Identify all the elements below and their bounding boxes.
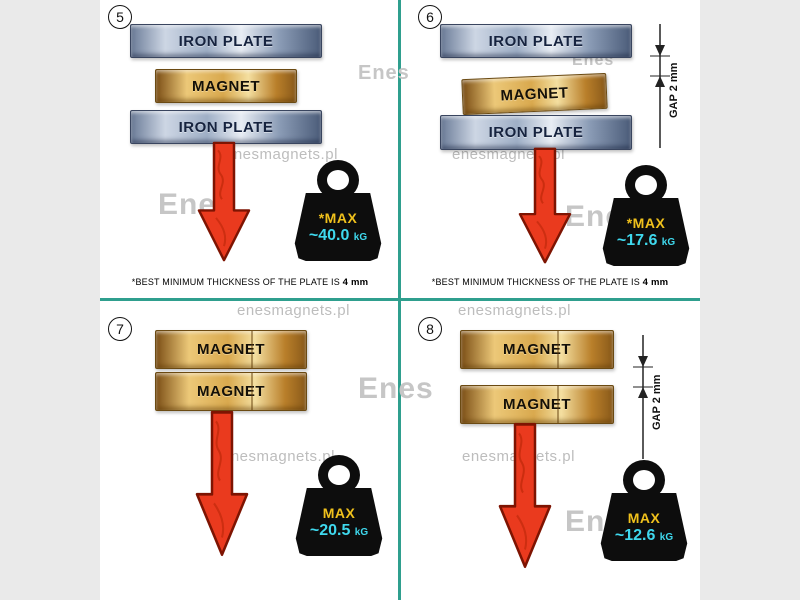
weight-max-label: MAX bbox=[322, 504, 356, 521]
pull-force-arrow bbox=[197, 141, 251, 262]
watermark-logo: Enes bbox=[358, 62, 410, 84]
weight-body: MAX ~12.6 kG bbox=[600, 493, 688, 561]
iron-plate-label: IRON PLATE bbox=[178, 118, 274, 136]
weight-unit: kG bbox=[661, 236, 676, 248]
weight-unit: kG bbox=[659, 531, 674, 543]
panel-8: 8 MAGNET MAGNET GAP 2 mm MAX ~12.6 bbox=[400, 300, 700, 600]
plate-thickness-note: *BEST MINIMUM THICKNESS OF THE PLATE IS … bbox=[100, 277, 400, 288]
panel-5: 5 .panel[data-name="panel-5"] .num-circl… bbox=[100, 0, 400, 300]
iron-plate-label: IRON PLATE bbox=[488, 124, 584, 141]
weight-number: ~40.0 bbox=[308, 226, 350, 244]
panel-number: 8 bbox=[426, 321, 434, 337]
note-text: *BEST MINIMUM THICKNESS OF THE PLATE IS bbox=[131, 277, 340, 287]
weight-body: MAX ~20.5 kG bbox=[295, 488, 383, 556]
note-text: *BEST MINIMUM THICKNESS OF THE PLATE IS bbox=[431, 277, 640, 287]
weight-icon: MAX ~12.6 kG bbox=[598, 460, 690, 561]
weight-max-label: *MAX bbox=[626, 214, 666, 231]
gap-dimension-lines bbox=[650, 24, 670, 148]
magnet-label: MAGNET bbox=[503, 341, 571, 358]
weight-number: ~20.5 bbox=[309, 521, 351, 539]
magnet-top: MAGNET bbox=[460, 330, 614, 369]
watermark-site: enesmagnets.pl bbox=[225, 146, 338, 163]
panel-number: 7 bbox=[116, 321, 124, 337]
weight-max-label: MAX bbox=[627, 509, 661, 526]
weight-icon: MAX ~20.5 kG bbox=[293, 455, 385, 556]
weight-body: *MAX ~40.0 kG bbox=[294, 193, 382, 261]
note-bold: 4 mm bbox=[342, 277, 369, 288]
magnet-bar: MAGNET bbox=[461, 72, 608, 116]
magnet-bottom: MAGNET bbox=[460, 385, 614, 424]
magnet-label: MAGNET bbox=[503, 396, 571, 413]
weight-unit: kG bbox=[354, 526, 369, 538]
weight-icon: *MAX ~17.6 kG bbox=[600, 165, 692, 266]
panel-number: 5 bbox=[116, 9, 124, 25]
weight-number: ~17.6 bbox=[616, 231, 658, 249]
iron-plate-bottom: IRON PLATE bbox=[130, 110, 322, 144]
watermark-logo: Enes bbox=[358, 372, 434, 405]
pull-force-arrow bbox=[498, 422, 552, 569]
magnet-bottom: MAGNET bbox=[155, 372, 307, 411]
watermark-site: enesmagnets.pl bbox=[458, 302, 571, 319]
magnet-top: MAGNET bbox=[155, 330, 307, 369]
weight-value: ~12.6 kG bbox=[615, 527, 673, 545]
iron-plate-label: IRON PLATE bbox=[488, 32, 584, 50]
horizontal-divider bbox=[100, 298, 700, 301]
magnet-label: MAGNET bbox=[192, 77, 260, 95]
watermark-site: enesmagnets.pl bbox=[222, 448, 335, 465]
weight-value: ~17.6 kG bbox=[617, 232, 675, 250]
iron-plate-label: IRON PLATE bbox=[178, 32, 274, 50]
weight-number: ~12.6 bbox=[614, 526, 656, 544]
iron-plate-top: IRON PLATE bbox=[440, 24, 632, 58]
panel-6: 6 IRON PLATE MAGNET IRON PLATE GAP 2 mm bbox=[400, 0, 700, 300]
weight-max-label: *MAX bbox=[318, 209, 358, 226]
weight-icon: *MAX ~40.0 kG bbox=[292, 160, 384, 261]
panel-number-badge: 7 bbox=[108, 317, 132, 341]
watermark-site: enesmagnets.pl bbox=[237, 302, 350, 319]
magnet-label: MAGNET bbox=[197, 341, 265, 358]
panel-number-badge: 8 bbox=[418, 317, 442, 341]
weight-value: ~40.0 kG bbox=[309, 227, 367, 245]
weight-unit: kG bbox=[353, 231, 368, 243]
plate-thickness-note: *BEST MINIMUM THICKNESS OF THE PLATE IS … bbox=[400, 277, 700, 288]
weight-value: ~20.5 kG bbox=[310, 522, 368, 540]
magnet-bar: MAGNET bbox=[155, 69, 297, 103]
iron-plate-top: IRON PLATE bbox=[130, 24, 322, 58]
panel-7: 7 MAGNET MAGNET MAX ~20.5 kG bbox=[100, 300, 400, 600]
weight-body: *MAX ~17.6 kG bbox=[602, 198, 690, 266]
pull-force-arrow bbox=[518, 147, 572, 264]
note-bold: 4 mm bbox=[642, 277, 669, 288]
magnet-label: MAGNET bbox=[197, 383, 265, 400]
right-margin-band bbox=[700, 0, 800, 600]
panel-number: 6 bbox=[426, 9, 434, 25]
magnet-label: MAGNET bbox=[500, 84, 569, 104]
gap-label: GAP 2 mm bbox=[668, 62, 680, 118]
pull-force-arrow bbox=[195, 410, 249, 557]
left-margin-band bbox=[0, 0, 100, 600]
panel-number-badge: 5 bbox=[108, 5, 132, 29]
gap-label: GAP 2 mm bbox=[651, 374, 663, 430]
iron-plate-bottom: IRON PLATE bbox=[440, 115, 632, 150]
panel-number-badge: 6 bbox=[418, 5, 442, 29]
gap-dimension-lines bbox=[633, 335, 653, 459]
